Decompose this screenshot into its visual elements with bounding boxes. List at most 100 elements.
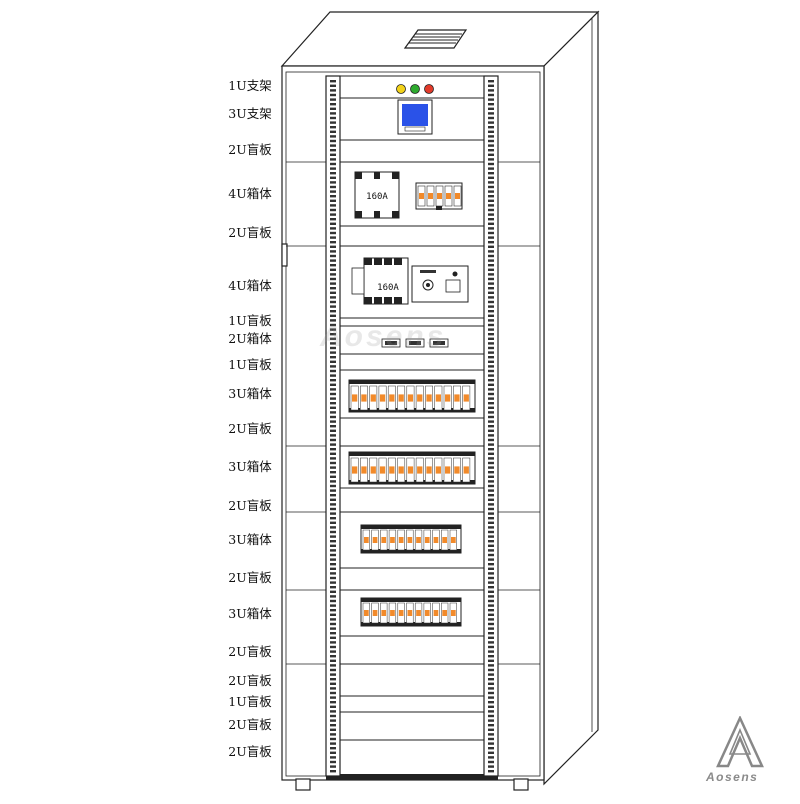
breaker-toggle (398, 466, 404, 474)
breaker-toggle (435, 466, 441, 474)
breaker-toggle (463, 394, 469, 402)
rail-hole (488, 489, 494, 492)
rail-hole (330, 682, 336, 685)
rail-hole (330, 172, 336, 175)
unit-label: 3U箱体 (228, 532, 272, 547)
breaker-box-rail (361, 525, 461, 529)
rail-hole (488, 337, 494, 340)
cabinet-side-panel (543, 10, 599, 786)
cabinet-front (281, 65, 545, 781)
rail-hole (330, 563, 336, 566)
switch-terminal (374, 211, 380, 218)
rail-hole (488, 300, 494, 304)
breaker-toggle (379, 466, 386, 474)
rail-hole (330, 668, 336, 672)
rail-hole (330, 521, 336, 524)
rail-hole (330, 494, 336, 497)
rail-hole (488, 402, 494, 405)
rail-hole (330, 254, 336, 258)
rail-hole (330, 705, 336, 708)
rail-hole (488, 526, 494, 529)
breaker-toggle (370, 394, 376, 402)
unit-label: 3U箱体 (228, 386, 272, 401)
rail-hole (330, 392, 336, 396)
rail-hole (330, 512, 336, 515)
rail-hole (488, 107, 494, 110)
breaker-toggle (398, 610, 404, 616)
rail-hole (330, 121, 336, 124)
rail-hole (330, 733, 336, 736)
rail-hole (488, 185, 494, 189)
base-plinth (326, 774, 498, 780)
rail-hole (488, 259, 494, 262)
unit-label: 2U箱体 (228, 331, 272, 346)
switch-terminal (364, 258, 372, 265)
switch-terminal (394, 297, 402, 304)
rail-hole (330, 250, 336, 253)
rail-hole (330, 664, 336, 667)
rail-hole (488, 535, 494, 538)
breaker-toggle (435, 394, 441, 402)
meter-buttons (404, 126, 426, 132)
rail-hole (330, 756, 336, 759)
switch-terminal (355, 211, 362, 218)
breaker-toggle (424, 537, 430, 543)
controller-knob-center (426, 283, 430, 287)
breaker-toggle (370, 466, 376, 474)
rail-hole (330, 636, 336, 639)
rail-hole (488, 544, 494, 547)
rail-hole (488, 691, 494, 695)
rail-hole (488, 714, 494, 718)
switch-arm (351, 267, 365, 295)
rail-hole (488, 521, 494, 524)
rail-hole (330, 691, 336, 695)
rail-hole (488, 149, 494, 152)
foot-left (295, 778, 311, 791)
breaker-toggle (454, 466, 460, 474)
rail-hole (330, 599, 336, 603)
rail-hole (330, 770, 336, 773)
rail-hole (330, 195, 336, 198)
rail-hole (330, 415, 336, 419)
rail-hole (330, 337, 336, 340)
rail-hole (330, 80, 336, 83)
unit-label: 3U箱体 (228, 459, 272, 474)
rail-hole (330, 425, 336, 428)
rail-hole (488, 144, 494, 147)
rail-hole (488, 379, 494, 382)
aosens-logo-icon (716, 716, 764, 768)
rail-hole (488, 388, 494, 391)
rail-hole (330, 429, 336, 432)
breaker-toggle (416, 537, 421, 543)
rail-hole (488, 369, 494, 373)
rail-hole (488, 250, 494, 253)
indicator-yellow (396, 84, 406, 94)
rail-hole (330, 328, 336, 331)
small-switch-face (409, 341, 421, 345)
rail-hole (330, 181, 336, 184)
rail-hole (488, 434, 494, 437)
rail-hole (488, 342, 494, 345)
rail-hole (330, 388, 336, 391)
rail-hole (488, 760, 494, 764)
rail-hole (330, 296, 336, 299)
rail-hole (488, 650, 494, 653)
rail-hole (488, 622, 494, 626)
rail-hole (488, 429, 494, 432)
breaker-toggle (352, 394, 358, 402)
small-switch-face (385, 341, 397, 345)
switch-terminal (355, 172, 362, 179)
rail-hole (330, 360, 336, 363)
rail-hole (488, 448, 494, 451)
rail-hole (330, 112, 336, 115)
breaker-toggle (416, 610, 421, 616)
rail-hole (488, 705, 494, 708)
rail-hole (330, 351, 336, 354)
rail-hole (488, 80, 494, 83)
rail-hole (330, 526, 336, 529)
switch-2-rating: 160A (377, 283, 399, 293)
rail-hole (330, 222, 336, 225)
rail-hole (488, 682, 494, 685)
rail-hole (488, 411, 494, 414)
rail-hole (488, 581, 494, 584)
